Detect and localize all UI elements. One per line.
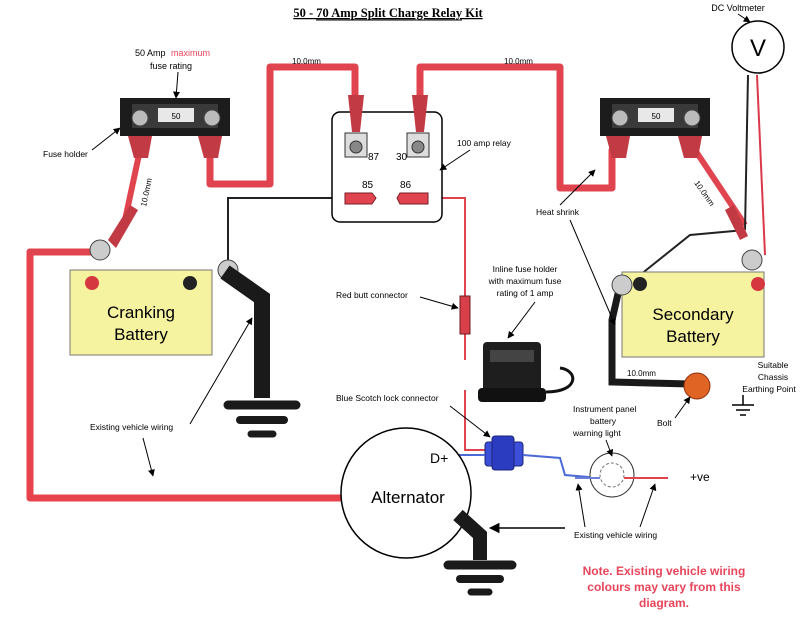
- secondary-battery-label-1: Secondary: [652, 305, 734, 324]
- voltmeter-red-lead: [756, 74, 766, 256]
- voltmeter-label: DC Voltmeter: [711, 3, 765, 13]
- wire-size-fuse-left: 10.0mm: [139, 177, 154, 207]
- fuse-rating-amp: 50 Amp: [135, 48, 166, 58]
- relay-label: 100 amp relay: [457, 138, 512, 148]
- fuse-holder-label: Fuse holder: [43, 149, 88, 159]
- existing-wiring-label-right: Existing vehicle wiring: [574, 530, 657, 540]
- secondary-battery: Secondary Battery: [621, 271, 765, 358]
- wire-size-fuse-right: 10.0mm: [692, 179, 716, 208]
- cranking-battery: Cranking Battery: [69, 269, 213, 356]
- red-butt-connector-label: Red butt connector: [336, 290, 408, 300]
- fuse-rating-line2: fuse rating: [150, 61, 192, 71]
- red-butt-connector: [459, 295, 471, 335]
- cranking-battery-label-1: Cranking: [107, 303, 175, 322]
- inline-fuse-holder: [478, 342, 575, 402]
- blue-scotch-lock-connector: [430, 435, 601, 479]
- warning-light: [575, 452, 668, 498]
- cranking-terminals: [89, 205, 239, 281]
- cranking-battery-label-2: Battery: [114, 325, 168, 344]
- fuse-rating-maximum: maximum: [171, 48, 210, 58]
- secondary-earth-cable: [608, 281, 694, 388]
- relay-terminal-85: 85: [362, 180, 374, 191]
- alternator-earth-symbol: [443, 560, 517, 596]
- chassis-label-3: Earthing Point: [742, 384, 796, 394]
- relay: 87 30 85 86: [331, 95, 443, 223]
- relay-terminal-87: 87: [368, 152, 380, 163]
- inline-fuse-label-2: with maximum fuse: [488, 276, 562, 286]
- inline-fuse-label-3: rating of 1 amp: [497, 288, 554, 298]
- alternator-earth-strap: [453, 509, 487, 560]
- alternator-d-plus: D+: [430, 450, 448, 466]
- wire-size-right: 10.0mm: [504, 57, 533, 66]
- fuse-holder-right: 50: [600, 98, 710, 158]
- voltmeter-symbol: V: [750, 35, 766, 62]
- main-cable-red: [26, 63, 616, 502]
- relay-terminal-86: 86: [400, 180, 412, 191]
- note-line-1: Note. Existing vehicle wiring: [583, 564, 746, 578]
- fuse-to-cranking-cable: [122, 149, 143, 221]
- voltmeter-black-lead: [744, 74, 749, 231]
- existing-wiring-label-left: Existing vehicle wiring: [90, 422, 173, 432]
- chassis-label-1: Suitable: [758, 360, 789, 370]
- relay-terminal-30: 30: [396, 152, 408, 163]
- secondary-terminals: [611, 205, 763, 296]
- fuse-rating-label: 50 Amp maximum: [135, 48, 210, 58]
- alternator: [340, 427, 472, 559]
- instrument-panel-label-1: Instrument panel: [573, 404, 636, 414]
- fuse-value-right: 50: [652, 112, 661, 121]
- wire-size-earth: 10.0mm: [627, 369, 656, 378]
- instrument-panel-label-3: warning light: [572, 428, 621, 438]
- chassis-label-2: Chassis: [758, 372, 788, 382]
- inline-fuse-label-1: Inline fuse holder: [493, 264, 558, 274]
- secondary-battery-label-2: Battery: [666, 327, 720, 346]
- fuse-value-left: 50: [172, 112, 181, 121]
- alternator-label: Alternator: [371, 488, 445, 507]
- note-line-3: diagram.: [639, 596, 689, 610]
- fuse-holder-left: 50: [120, 98, 230, 158]
- heat-shrink-label: Heat shrink: [536, 207, 580, 217]
- blue-scotch-label: Blue Scotch lock connector: [336, 393, 439, 403]
- cranking-earth-strap: [220, 265, 270, 398]
- note-line-2: colours may vary from this: [587, 580, 741, 594]
- bolt-label: Bolt: [657, 418, 672, 428]
- instrument-panel-label-2: battery: [590, 416, 617, 426]
- earth-wire-85: [227, 197, 345, 262]
- positive-label: +ve: [690, 470, 710, 484]
- voltmeter: [731, 20, 785, 74]
- page-title: 50 - 70 Amp Split Charge Relay Kit: [293, 6, 483, 20]
- bolt: [683, 372, 711, 400]
- chassis-earth-symbol: [732, 395, 754, 416]
- wire-size-left: 10.0mm: [292, 57, 321, 66]
- voltmeter-probe-black: [639, 229, 746, 276]
- cranking-earth-symbol: [223, 400, 301, 438]
